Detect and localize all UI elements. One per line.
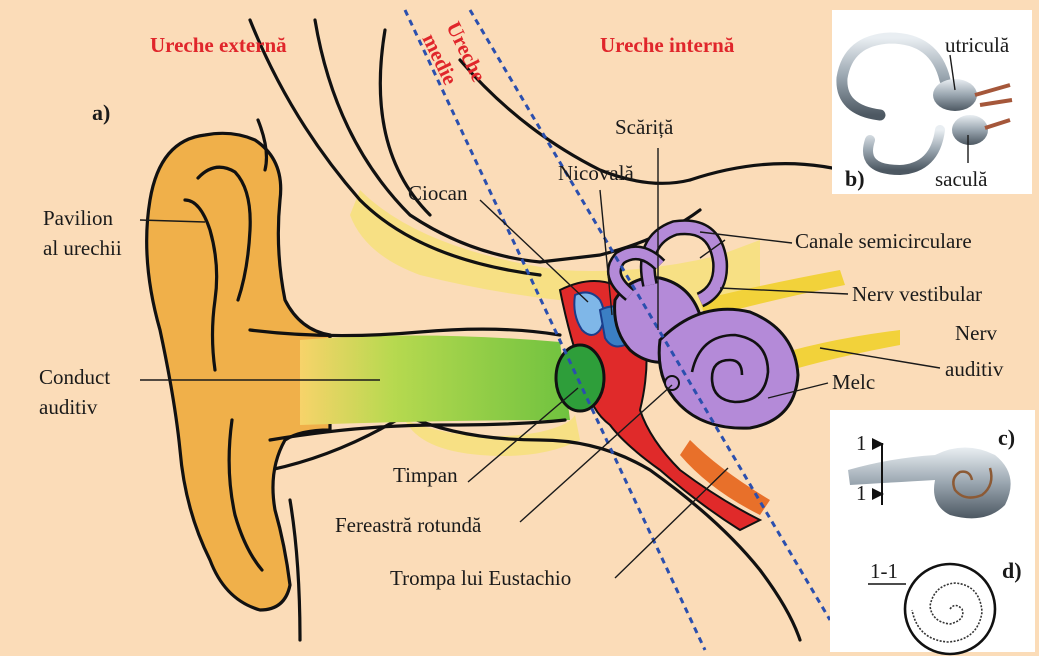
panel-d: 1-1 d)	[830, 545, 1035, 654]
label-scarita: Scăriță	[615, 115, 674, 139]
label-ciocan: Ciocan	[408, 181, 468, 205]
utricle-shape	[933, 79, 977, 111]
section-cut-label: 1-1	[870, 559, 898, 583]
panel-a-label: a)	[92, 100, 110, 125]
panel-b: utriculă saculă b)	[832, 10, 1032, 194]
label-timpan: Timpan	[393, 463, 458, 487]
label-nerv-vestibular: Nerv vestibular	[852, 282, 982, 306]
label-conduct-1: Conduct	[39, 365, 110, 389]
zone-outer-title: Ureche externă	[150, 33, 287, 57]
label-conduct-2: auditiv	[39, 395, 98, 419]
label-trompa: Trompa lui Eustachio	[390, 566, 571, 590]
saccule-shape	[952, 115, 988, 145]
label-fereastra: Fereastră rotundă	[335, 513, 482, 537]
label-utricula: utriculă	[945, 33, 1010, 57]
label-nerv-auditiv-1: Nerv	[955, 321, 997, 345]
label-canale: Canale semicirculare	[795, 229, 972, 253]
label-sacula: saculă	[935, 167, 988, 191]
panel-b-label: b)	[845, 166, 865, 191]
panel-c-label: c)	[998, 425, 1015, 450]
label-nerv-auditiv-2: auditiv	[945, 357, 1004, 381]
label-pavilion-2: al urechii	[43, 236, 122, 260]
label-nicovala: Nicovală	[558, 161, 634, 185]
panel-c: 1 1 c)	[830, 410, 1035, 545]
round-window	[665, 376, 679, 390]
panel-d-label: d)	[1002, 558, 1022, 583]
zone-inner-title: Ureche internă	[600, 33, 735, 57]
section-mark-bottom: 1	[856, 481, 867, 505]
section-mark-top: 1	[856, 431, 867, 455]
label-pavilion-1: Pavilion	[43, 206, 114, 230]
label-melc: Melc	[832, 370, 875, 394]
